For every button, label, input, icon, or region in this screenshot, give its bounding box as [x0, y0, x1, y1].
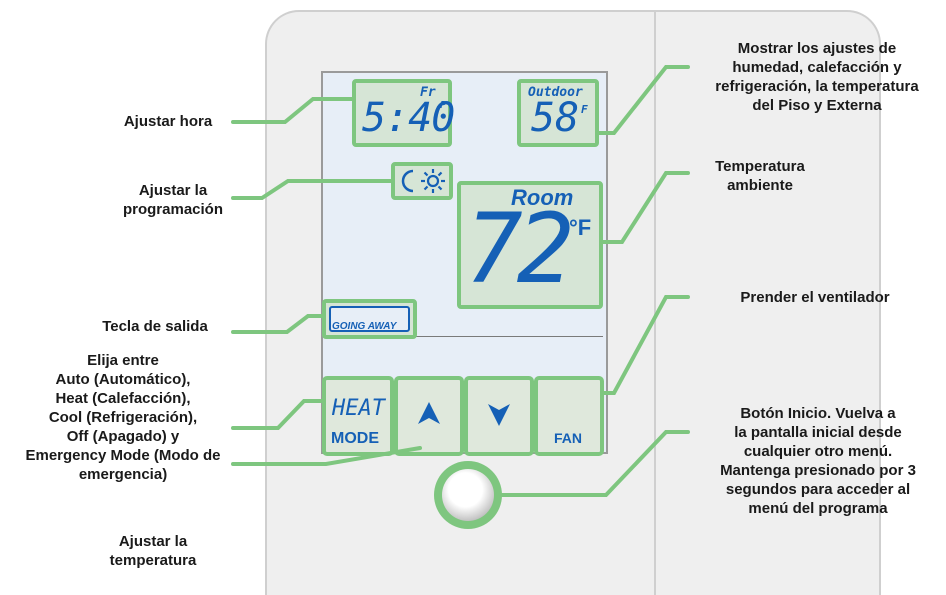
leader-room-temp: [601, 171, 690, 244]
label-fan-on: Prender el ventilador: [740, 289, 890, 306]
outdoor-temp-value: 58: [531, 95, 580, 141]
wallplate-divider: [654, 10, 656, 595]
leader-set-time: [231, 97, 354, 124]
home-button[interactable]: [434, 461, 502, 529]
moon-icon: [401, 169, 414, 193]
ampm-label: P: [440, 100, 447, 111]
mode-value: HEAT: [332, 396, 385, 421]
temp-down-button[interactable]: [464, 376, 534, 456]
label-set-temperature: Ajustar la temperatura: [109, 533, 197, 569]
label-set-time: Ajustar hora: [123, 113, 213, 130]
leader-show-settings: [597, 65, 690, 135]
outdoor-label: Outdoor: [528, 85, 583, 100]
room-unit: °F: [569, 215, 592, 240]
label-show-settings: Mostrar los ajustes de humedad, calefacc…: [715, 40, 919, 114]
label-set-schedule: Ajustar la programación: [122, 182, 224, 218]
outdoor-temp-display[interactable]: Outdoor 58 F: [517, 79, 599, 147]
label-mode-choice: Elija entre Auto (Automático), Heat (Cal…: [25, 352, 221, 483]
going-away-label: GOING AWAY: [332, 321, 397, 332]
time-display[interactable]: Fr 5:40 P: [352, 79, 455, 147]
leader-fan: [602, 295, 690, 395]
fan-label: FAN: [554, 430, 582, 446]
mode-button[interactable]: HEAT MODE: [322, 376, 394, 456]
schedule-icons[interactable]: [391, 162, 453, 200]
temp-up-button[interactable]: [394, 376, 464, 456]
day-label: Fr: [420, 85, 436, 100]
fan-button[interactable]: FAN: [534, 376, 604, 456]
outdoor-unit: F: [581, 103, 588, 116]
label-room-temperature: Temperatura ambiente: [715, 158, 805, 194]
label-home-button: Botón Inicio. Vuelva a la pantalla inici…: [720, 405, 916, 517]
leader-home: [500, 430, 690, 497]
going-away-key[interactable]: GOING AWAY: [322, 299, 417, 339]
leader-mode: [231, 399, 324, 430]
label-exit-key: Tecla de salida: [102, 318, 208, 335]
home-button-icon: [442, 469, 494, 521]
room-temp-value: 72: [465, 193, 575, 305]
up-arrow-icon: [418, 402, 440, 424]
leader-temperature: [231, 446, 422, 466]
room-temp-display: Room 72 °F: [457, 181, 603, 309]
leader-set-schedule: [231, 179, 393, 200]
leader-exit-key: [231, 314, 324, 334]
screen-divider-line: [326, 336, 603, 337]
down-arrow-icon: [488, 404, 510, 426]
time-value: 5:40: [362, 95, 455, 141]
sun-icon: [421, 169, 445, 193]
room-label: Room: [511, 185, 574, 210]
mode-label: MODE: [331, 430, 379, 447]
